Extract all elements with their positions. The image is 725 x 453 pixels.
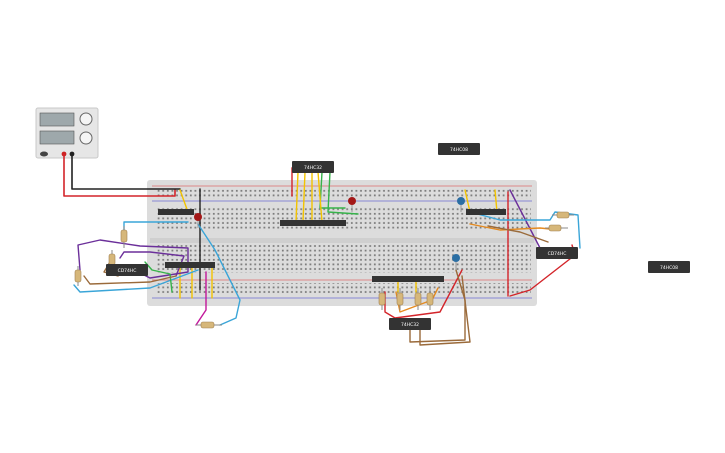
wire-blue-right[interactable]	[469, 211, 581, 249]
wire-magenta-left[interactable]	[195, 271, 207, 326]
chip-label: 74HC08	[660, 265, 678, 271]
wire-yellow-top-1[interactable]	[295, 171, 299, 223]
chip-left-offboard[interactable]: CD74HC	[106, 264, 148, 276]
wire-yellow-right-2[interactable]	[494, 189, 498, 213]
current-knob[interactable]	[79, 131, 93, 145]
resistor-left-1[interactable]	[120, 226, 128, 248]
resistor-right-1[interactable]	[552, 211, 574, 219]
center-channel	[150, 238, 534, 243]
bottom-terminal-holes[interactable]	[155, 245, 531, 273]
chip-label: CD74HC	[118, 268, 137, 274]
resistor-bottom-4[interactable]	[426, 288, 434, 310]
voltage-knob[interactable]	[79, 112, 93, 126]
wire-green-2[interactable]	[327, 171, 359, 215]
wire-blue-left-2[interactable]	[73, 269, 199, 293]
chip-label: 74HC08	[450, 147, 468, 153]
led-red-center[interactable]	[348, 197, 356, 212]
chip-label: 74HC32	[304, 165, 322, 171]
wire-purple-left[interactable]	[77, 239, 189, 279]
wire-yellow-top-4[interactable]	[317, 171, 323, 223]
dip-switch-left[interactable]	[158, 209, 194, 215]
resistors[interactable]	[74, 211, 574, 329]
chip-right-offboard[interactable]: CD74HC	[536, 247, 578, 259]
power-supply[interactable]	[35, 107, 99, 159]
chip-label: 74HC32	[401, 322, 419, 328]
dip-switch-bottom[interactable]	[372, 276, 444, 282]
breadboard-components[interactable]	[158, 209, 506, 282]
chip-top-right-standalone[interactable]: 74HC08	[438, 143, 480, 155]
integrated-circuits[interactable]: 74HC32 74HC08 CD74HC CD74HC 74HC32 74HC0…	[106, 143, 690, 330]
led-blue-right-bottom[interactable]	[452, 254, 460, 270]
resistor-left-2[interactable]	[74, 266, 82, 286]
wire-yellow-right-1[interactable]	[464, 189, 471, 213]
chip-label: CD74HC	[548, 251, 567, 257]
resistor-bottom-3[interactable]	[414, 288, 422, 310]
resistor-right-2[interactable]	[545, 224, 568, 232]
wire-green-1[interactable]	[319, 171, 346, 209]
leds[interactable]	[194, 197, 465, 270]
breadboard[interactable]	[147, 180, 537, 306]
resistor-bottom-2[interactable]	[396, 288, 404, 310]
bottom-rail-holes[interactable]	[155, 283, 531, 294]
resistor-bottom-left[interactable]	[196, 321, 222, 329]
wire-yellow-left-1[interactable]	[179, 189, 189, 213]
chip-bottom-center[interactable]: 74HC32	[389, 318, 431, 330]
wire-purple-right[interactable]	[509, 189, 541, 249]
wire-brown-bottom-2[interactable]	[419, 275, 471, 346]
top-rail-holes[interactable]	[155, 188, 531, 199]
current-display	[39, 130, 75, 145]
wire-green-left[interactable]	[144, 261, 173, 293]
dip-switch-center[interactable]	[280, 220, 346, 226]
dip-switch-left-bottom[interactable]	[165, 262, 215, 268]
resistor-bottom-1[interactable]	[378, 288, 386, 310]
chip-top-left-center[interactable]: 74HC32	[292, 161, 334, 173]
wire-brown-left[interactable]	[83, 275, 177, 285]
wire-supply-negative[interactable]	[71, 153, 181, 190]
led-red-left[interactable]	[194, 213, 202, 228]
power-switch[interactable]	[40, 151, 48, 157]
dip-switch-right[interactable]	[466, 209, 506, 215]
chip-far-right-standalone[interactable]: 74HC08	[648, 261, 690, 273]
led-blue-right-top[interactable]	[457, 197, 465, 212]
wire-yellow-top-2[interactable]	[302, 171, 306, 223]
wire-supply-positive[interactable]	[63, 153, 176, 197]
wire-brown-right[interactable]	[487, 225, 549, 243]
wire-brown-bottom-1[interactable]	[409, 269, 466, 343]
voltage-display	[39, 112, 75, 127]
wire-blue-led[interactable]	[197, 223, 241, 326]
